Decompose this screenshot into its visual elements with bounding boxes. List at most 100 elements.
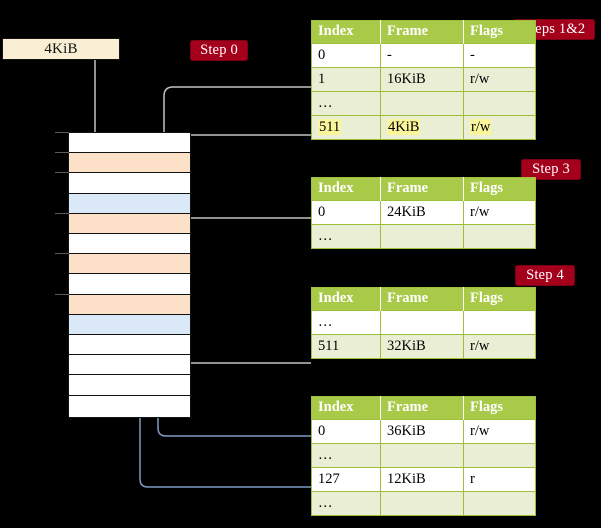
memory-frame-row xyxy=(69,133,190,154)
cell-flags xyxy=(463,91,536,116)
cell-flags: r xyxy=(463,467,536,492)
step-badge-step3: Step 3 xyxy=(521,159,581,180)
table-row[interactable]: 511 4KiB r/w xyxy=(311,115,536,140)
column-header-frame: Frame xyxy=(380,20,464,44)
cell-index: 511 xyxy=(311,115,381,140)
column-header-index: Index xyxy=(311,20,381,44)
cell-index: 0 xyxy=(311,419,381,444)
cell-index: … xyxy=(311,224,381,249)
cell-flags: r/w xyxy=(463,419,536,444)
cell-frame: 32KiB xyxy=(380,334,464,359)
memory-frame-row xyxy=(69,314,190,335)
cell-index: … xyxy=(311,310,381,335)
cell-frame: 36KiB xyxy=(380,419,464,444)
memory-frame-row xyxy=(69,395,190,416)
column-header-flags: Flags xyxy=(463,287,536,311)
cell-flags xyxy=(463,491,536,516)
step-badge-label: Step 3 xyxy=(532,160,570,177)
table-row[interactable]: … xyxy=(311,224,536,249)
column-header-index: Index xyxy=(311,287,381,311)
cell-index: … xyxy=(311,443,381,468)
column-header-frame: Frame xyxy=(380,396,464,420)
memory-frame-row xyxy=(69,153,190,174)
memory-frame-row xyxy=(69,213,190,234)
memory-frame-row xyxy=(69,254,190,275)
cell-flags: r/w xyxy=(463,115,536,140)
cell-frame xyxy=(380,224,464,249)
memory-frame-row xyxy=(69,193,190,214)
cell-flags: r/w xyxy=(463,200,536,225)
memory-frame-row xyxy=(69,234,190,255)
memory-frame-tick xyxy=(55,172,69,174)
memory-frame-row xyxy=(69,294,190,315)
cell-flags: r/w xyxy=(463,334,536,359)
cell-frame xyxy=(380,443,464,468)
cell-index: 0 xyxy=(311,43,381,68)
cell-frame: - xyxy=(380,43,464,68)
cell-frame: 12KiB xyxy=(380,467,464,492)
column-header-flags: Flags xyxy=(463,396,536,420)
highlighted-value: 4KiB xyxy=(387,118,421,135)
table-row[interactable]: 0-- xyxy=(311,43,536,68)
column-header-flags: Flags xyxy=(463,177,536,201)
memory-frame-tick xyxy=(55,253,69,255)
memory-frame-tick xyxy=(55,132,69,133)
wire-pdp-0-to-mem6 xyxy=(169,217,311,241)
source-frame-label: 4KiB xyxy=(44,40,78,57)
source-frame-box: 4KiB xyxy=(2,38,120,60)
column-header-index: Index xyxy=(311,396,381,420)
table-row[interactable]: … xyxy=(311,310,536,335)
memory-frame-row xyxy=(69,274,190,295)
highlighted-value: 511 xyxy=(318,118,342,135)
cell-index: 1 xyxy=(311,67,381,92)
column-header-frame: Frame xyxy=(380,177,464,201)
cell-flags xyxy=(463,310,536,335)
highlighted-value: r/w xyxy=(470,118,492,135)
cell-index: … xyxy=(311,491,381,516)
column-header-index: Index xyxy=(311,177,381,201)
cell-flags: - xyxy=(463,43,536,68)
step-badge-label: Step 0 xyxy=(200,41,238,58)
memory-frame-row xyxy=(69,335,190,356)
memory-frame-tick xyxy=(55,212,69,214)
table-row[interactable]: … xyxy=(311,443,536,468)
cell-flags xyxy=(463,224,536,249)
wire-pml4-511-to-mem1 xyxy=(177,134,311,149)
memory-frame-row xyxy=(69,355,190,376)
cell-frame xyxy=(380,91,464,116)
cell-index: 127 xyxy=(311,467,381,492)
physical-memory-column xyxy=(68,132,191,418)
memory-frame-tick xyxy=(55,152,69,154)
memory-frame-tick xyxy=(55,293,69,295)
table-row[interactable]: … xyxy=(311,491,536,516)
cell-frame: 24KiB xyxy=(380,200,464,225)
cell-index: 0 xyxy=(311,200,381,225)
step-badge-step4: Step 4 xyxy=(515,265,575,286)
step-badge-label: Steps 1&2 xyxy=(522,20,586,37)
step-badge-step0: Step 0 xyxy=(190,40,248,61)
cell-frame: 4KiB xyxy=(380,115,464,140)
cell-flags xyxy=(463,443,536,468)
column-header-frame: Frame xyxy=(380,287,464,311)
cell-flags: r/w xyxy=(463,67,536,92)
step-badge-label: Step 4 xyxy=(526,266,564,283)
memory-frame-row xyxy=(69,375,190,396)
cell-frame xyxy=(380,310,464,335)
table-row[interactable]: … xyxy=(311,91,536,116)
memory-frame-row xyxy=(69,173,190,194)
cell-frame: 16KiB xyxy=(380,67,464,92)
wire-pd-511-to-mem8 xyxy=(177,314,311,364)
cell-index: … xyxy=(311,91,381,116)
cell-frame xyxy=(380,491,464,516)
cell-index: 511 xyxy=(311,334,381,359)
